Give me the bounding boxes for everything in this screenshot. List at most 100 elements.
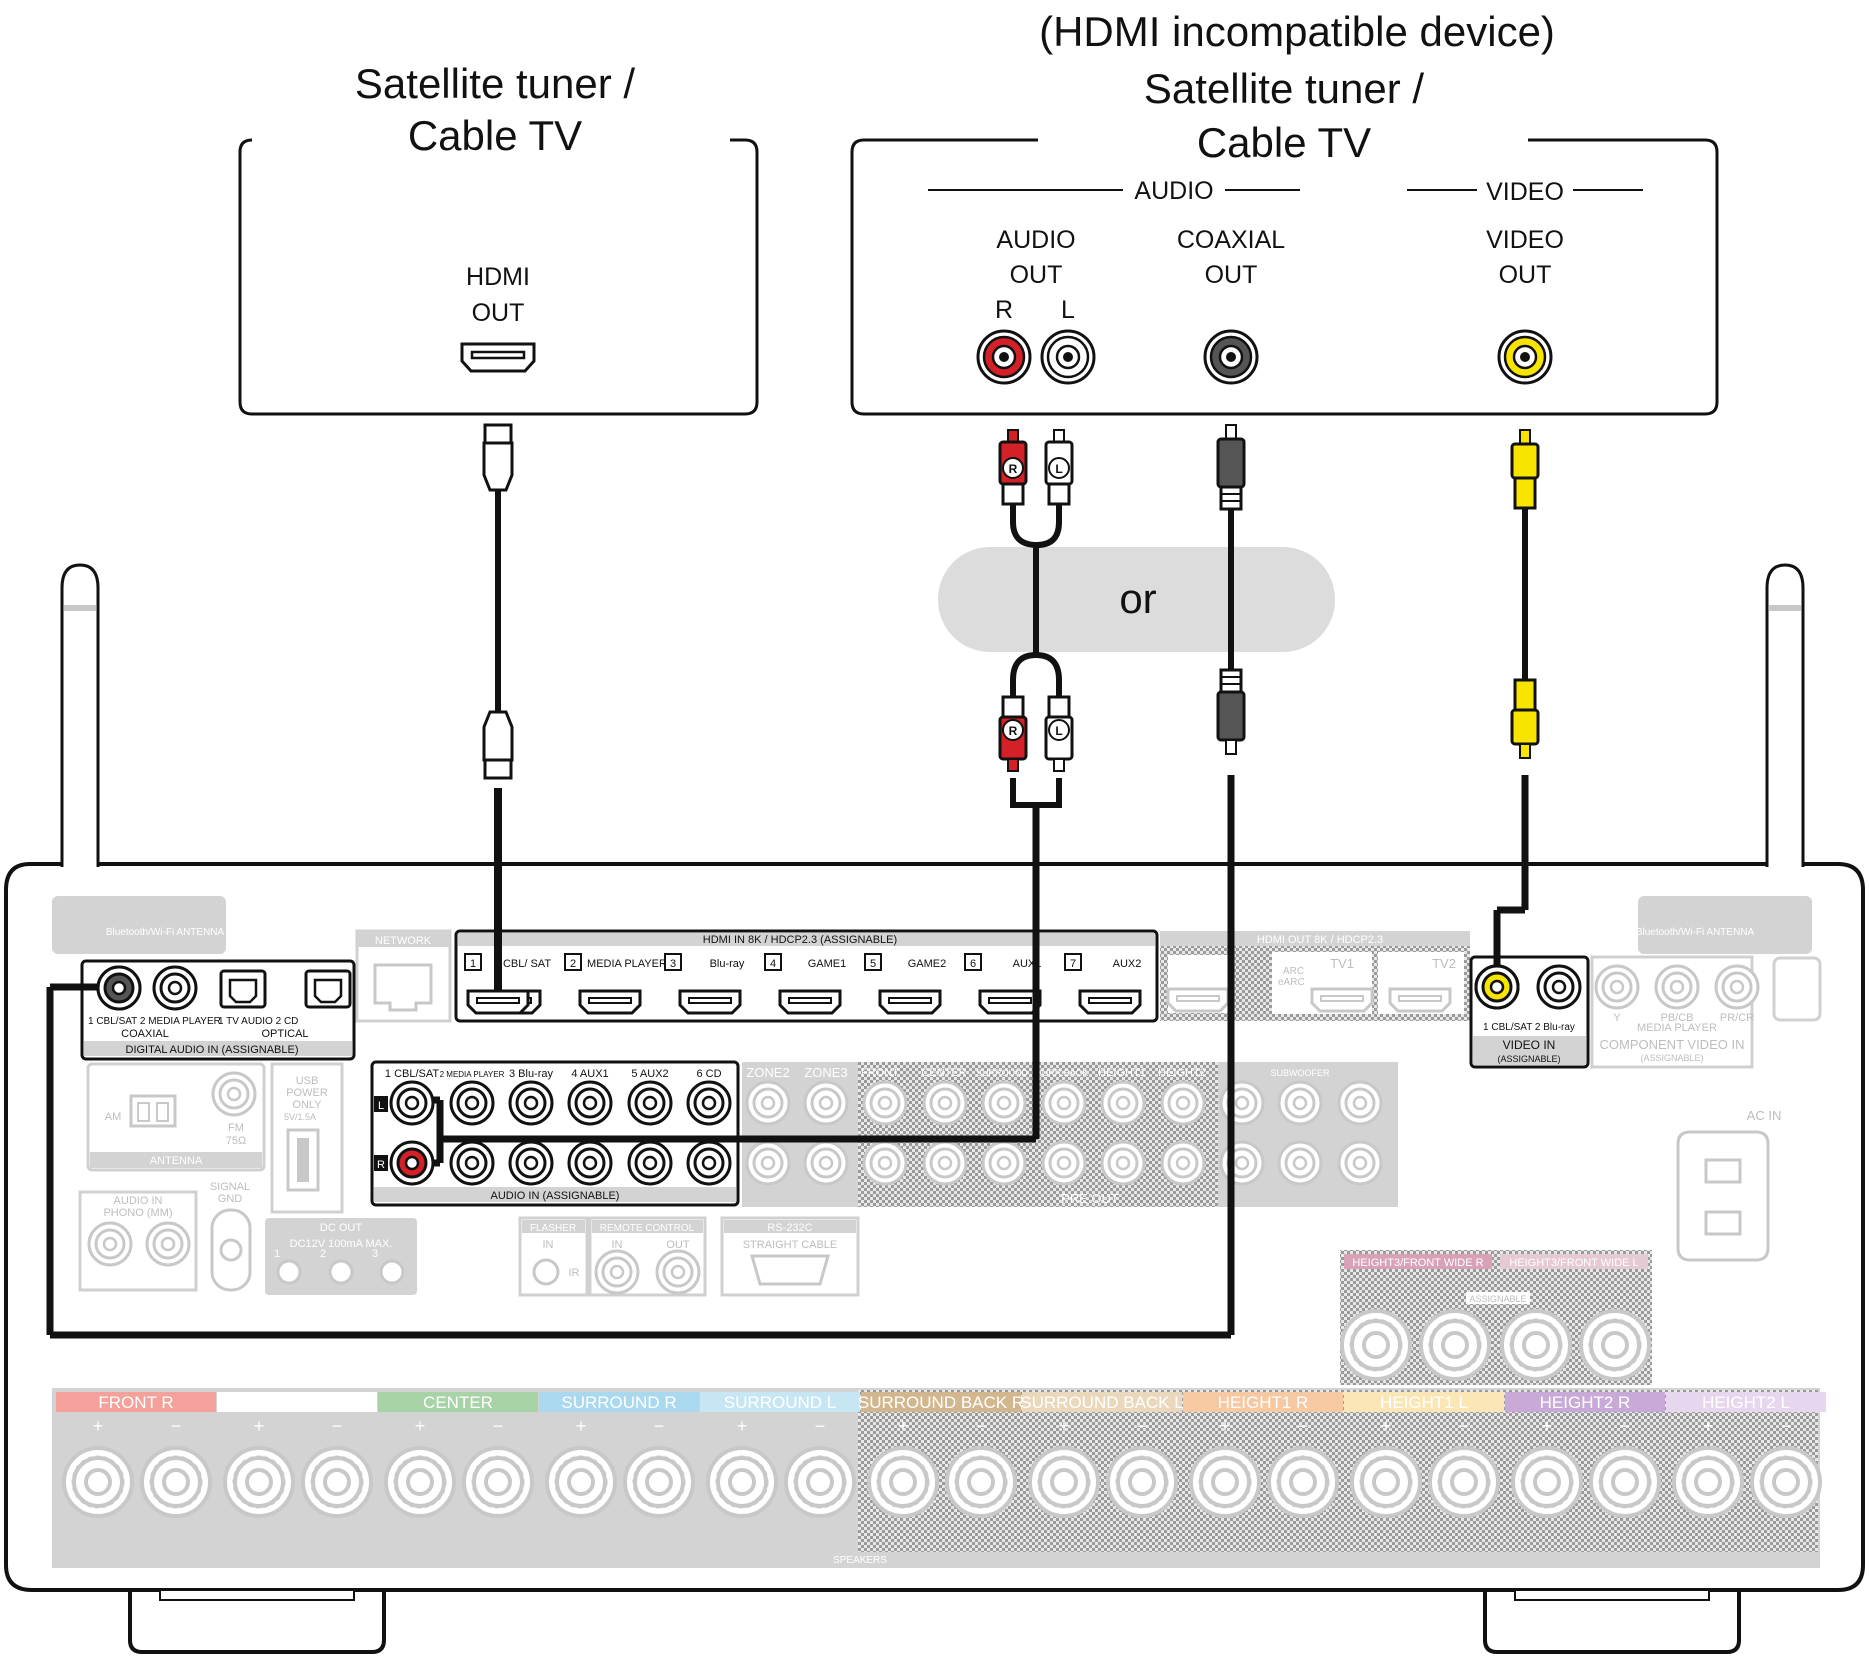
zone3-label: ZONE3 xyxy=(804,1065,847,1080)
rs232c-port: RS-232C STRAIGHT CABLE xyxy=(720,1216,860,1297)
speaker-terminal xyxy=(1106,1446,1178,1518)
hdmi-in-port[interactable] xyxy=(578,989,642,1015)
svg-text:−: − xyxy=(654,1416,665,1436)
hdmi-in-title: HDMI IN 8K / HDCP2.3 (ASSIGNABLE) xyxy=(703,934,897,946)
signal-gnd-label: SIGNAL xyxy=(210,1181,250,1193)
hdmi-out-title: HDMI OUT 8K / HDCP2.3 xyxy=(1257,934,1383,946)
rca-plug-icon xyxy=(1216,668,1246,755)
cables: R L R xyxy=(46,423,1540,1339)
audio-in-cblsat-l-jack[interactable] xyxy=(389,1080,435,1126)
hdmi-in-port[interactable] xyxy=(978,989,1042,1015)
speaker-group-label: SURROUND L xyxy=(724,1393,836,1412)
rca-plug-icon xyxy=(1510,678,1540,759)
speaker-terminal xyxy=(1350,1446,1422,1518)
rca-jack-icon[interactable] xyxy=(508,1080,554,1126)
component-pr-label: PR/CR xyxy=(1720,1012,1754,1024)
rca-jack-icon[interactable] xyxy=(567,1140,613,1186)
speakers-label: SPEAKERS xyxy=(833,1555,887,1566)
rca-jack-icon xyxy=(1160,1080,1206,1126)
usb-label: USB xyxy=(296,1075,319,1087)
signal-gnd-label-2: GND xyxy=(218,1193,243,1205)
hdmi-out-panel: HDMI OUT 8K / HDCP2.3 ARC eARC TV1 TV2 xyxy=(1160,931,1470,1021)
digital-audio-in-label: DIGITAL AUDIO IN (ASSIGNABLE) xyxy=(126,1044,299,1056)
pre-front-label: FRONT xyxy=(861,1067,899,1079)
hdmi-in-port[interactable] xyxy=(778,989,842,1015)
rca-jack-icon[interactable] xyxy=(449,1140,495,1186)
hdmi-in-port[interactable] xyxy=(678,989,742,1015)
dc-out-number-1: 1 xyxy=(274,1248,280,1260)
flasher-panel: FLASHER IN IR xyxy=(518,1216,589,1297)
dc-out-spec-label: DC12V 100mA MAX. xyxy=(290,1238,393,1250)
audio-in-cblsat-r-jack[interactable] xyxy=(389,1140,435,1186)
coaxial-out-jack[interactable] xyxy=(1203,329,1259,385)
fm-label: FM xyxy=(228,1122,244,1134)
speaker-terminal xyxy=(867,1446,939,1518)
dc-out-number-2: 2 xyxy=(320,1248,326,1260)
audio-out-l-jack[interactable] xyxy=(1040,329,1096,385)
rca-jack-icon[interactable] xyxy=(508,1140,554,1186)
svg-text:−: − xyxy=(171,1416,182,1436)
rca-jack-icon xyxy=(1337,1080,1383,1126)
rca-jack-icon xyxy=(803,1080,849,1126)
digital-audio-in-panel: 1 CBL/SAT 2 MEDIA PLAYER 1 TV AUDIO 2 CD… xyxy=(80,959,356,1061)
av-receiver: Bluetooth/Wi-Fi ANTENNA Bluetooth/Wi-Fi … xyxy=(3,563,1865,1654)
hdmi-in-input-label: GAME1 xyxy=(808,958,847,970)
left-source-device: Satellite tuner / Cable TV HDMI OUT xyxy=(238,60,759,416)
rca-jack-icon xyxy=(1041,1140,1087,1186)
phono-input: AUDIO IN PHONO (MM) xyxy=(78,1190,198,1292)
rca-jack-icon[interactable] xyxy=(627,1080,673,1126)
rs232c-label: RS-232C xyxy=(767,1222,812,1234)
hdmi-in-port[interactable] xyxy=(878,989,942,1015)
pre-out-label: PRE OUT xyxy=(1061,1191,1119,1206)
rca-jack-icon[interactable] xyxy=(449,1080,495,1126)
component-y-label: Y xyxy=(1613,1012,1621,1024)
video-out-jack[interactable] xyxy=(1497,329,1553,385)
rca-jack-icon[interactable] xyxy=(627,1140,673,1186)
right-device-title-line1: Satellite tuner / xyxy=(1144,65,1424,112)
usb-only-label: ONLY xyxy=(292,1099,322,1111)
speaker-group-label: SURROUND R xyxy=(561,1393,676,1412)
hdmi-in-cblsat-port[interactable] xyxy=(466,989,530,1015)
rca-jack-icon xyxy=(1219,1080,1265,1126)
speaker-group-label: SURROUND BACK R xyxy=(858,1393,1024,1412)
rca-jack-icon[interactable] xyxy=(686,1080,732,1126)
rca-jack-icon[interactable] xyxy=(686,1140,732,1186)
audio-in-input-label: 5 AUX2 xyxy=(631,1068,668,1080)
audio-out-r-jack[interactable] xyxy=(976,329,1032,385)
rca-jack-icon xyxy=(981,1140,1027,1186)
pre-surround-label: SURROUND xyxy=(976,1068,1029,1078)
svg-text:+: + xyxy=(1381,1416,1392,1436)
hdmi-out-tv1-label: TV1 xyxy=(1330,956,1354,971)
hdmi-out-tv2-label: TV2 xyxy=(1432,956,1456,971)
usb-spec-label: 5V/1.5A xyxy=(284,1112,316,1122)
antenna-icon xyxy=(1765,563,1805,867)
hdmi-port-icon[interactable] xyxy=(460,342,536,373)
coaxial-in-1-jack[interactable] xyxy=(96,965,142,1011)
svg-text:−: − xyxy=(1137,1416,1148,1436)
speaker-terminal xyxy=(62,1446,134,1518)
audio-in-input-label: 4 AUX1 xyxy=(571,1068,608,1080)
dc-out-label: DC OUT xyxy=(320,1222,362,1234)
rca-jack-icon xyxy=(922,1080,968,1126)
rca-jack-icon xyxy=(1337,1140,1383,1186)
audio-in-r-tag: R xyxy=(377,1159,385,1171)
speaker-terminal xyxy=(945,1446,1017,1518)
speaker-group-label: HEIGHT1 L xyxy=(1380,1393,1468,1412)
or-label: or xyxy=(1119,575,1156,622)
audio-in-input-label: 3 Blu-ray xyxy=(509,1068,554,1080)
rca-jack-icon[interactable] xyxy=(567,1080,613,1126)
hdmi-in-port[interactable] xyxy=(1078,989,1142,1015)
hdmi-in-input-label: Blu-ray xyxy=(710,958,745,970)
antenna-label: ANTENNA xyxy=(150,1155,203,1167)
analog-audio-cable: R L R xyxy=(389,429,1074,1186)
rca-jack-icon xyxy=(1277,1140,1323,1186)
component-video-panel: Y PB/CB PR/CR MEDIA PLAYER COMPONENT VID… xyxy=(1590,955,1760,1069)
svg-text:+: + xyxy=(254,1416,265,1436)
speaker-group-label: SURROUND BACK L xyxy=(1020,1393,1183,1412)
video-in-jack-connected[interactable] xyxy=(1474,964,1520,1010)
antenna-panel: ANTENNA AM FM 75Ω xyxy=(86,1062,266,1172)
